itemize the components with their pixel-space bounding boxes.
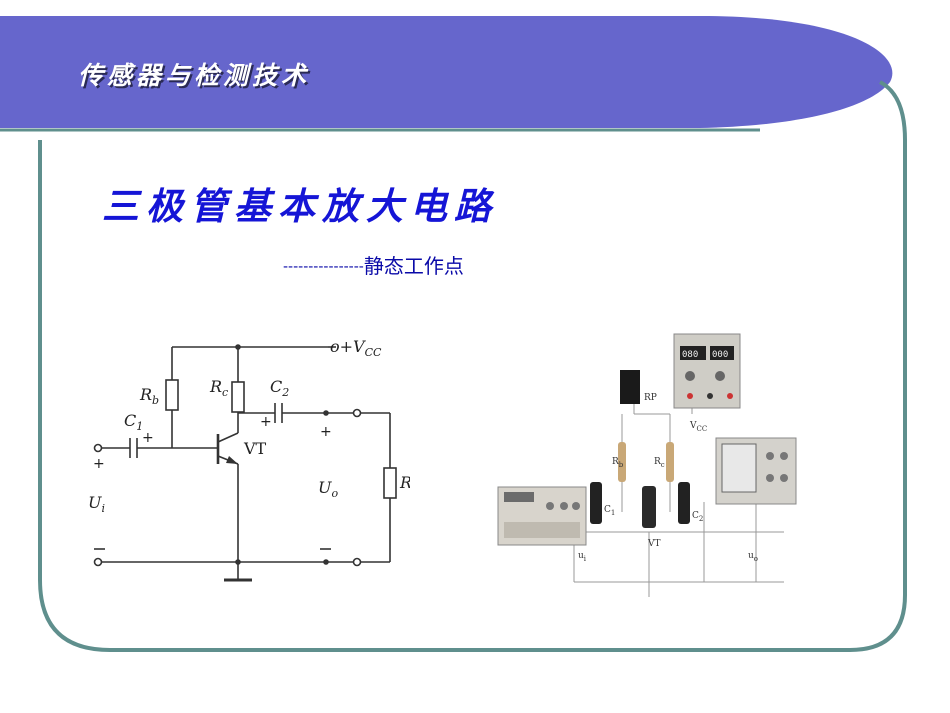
label-c1: C1 bbox=[124, 411, 143, 433]
potentiometer-rp bbox=[620, 370, 640, 404]
subtitle-dashes: ---------------- bbox=[283, 259, 364, 275]
slide-frame bbox=[38, 80, 907, 652]
label-vt: VT bbox=[243, 439, 267, 458]
plus-input: + bbox=[93, 456, 105, 472]
label-rb: Rb bbox=[139, 385, 159, 407]
label-vcc: o+VCC bbox=[330, 337, 382, 359]
slide-title: 三极管基本放大电路 bbox=[102, 184, 498, 228]
photo-label-vcc: VCC bbox=[689, 421, 707, 433]
label-uo: Uo bbox=[318, 478, 338, 500]
plus-c1: + bbox=[142, 430, 154, 446]
photo-label-c1: C1 bbox=[604, 505, 615, 517]
resistor-rc bbox=[231, 381, 245, 413]
capacitor-c1-photo bbox=[590, 482, 602, 524]
photo-label-rc: Rc bbox=[654, 457, 665, 469]
resistor-rb-photo bbox=[618, 442, 626, 482]
header-title: 传感器与检测技术 bbox=[78, 61, 311, 90]
slide-subtitle: ----------------静态工作点 bbox=[283, 250, 464, 279]
label-c2: C2 bbox=[270, 377, 289, 399]
experiment-setup-photo: 080 000 RP VCC Rb Rc C1 C2 VT ui bbox=[497, 333, 797, 597]
header-band bbox=[0, 16, 893, 128]
resistor-rl bbox=[383, 467, 397, 499]
psu-readout-2: 000 bbox=[712, 350, 728, 360]
photo-label-uo: uo bbox=[748, 551, 758, 563]
resistor-rc-photo bbox=[666, 442, 674, 482]
label-ui: Ui bbox=[88, 493, 105, 515]
photo-label-c2: C2 bbox=[692, 511, 703, 523]
photo-label-vt: VT bbox=[647, 539, 661, 549]
psu-readout-1: 080 bbox=[682, 350, 698, 360]
resistor-rb bbox=[165, 379, 179, 411]
photo-label-rb: Rb bbox=[612, 457, 624, 469]
capacitor-c2-photo bbox=[678, 482, 690, 524]
photo-label-ui: ui bbox=[578, 551, 587, 563]
amplifier-circuit-diagram: o+VCC Rb Rc C1 C2 RL Ui Uo VT + + + + bbox=[88, 337, 410, 582]
transistor-vt-photo bbox=[642, 486, 656, 528]
photo-label-rp: RP bbox=[644, 393, 657, 403]
label-rc: Rc bbox=[209, 377, 228, 399]
plus-c2: + bbox=[260, 414, 272, 430]
subtitle-text: 静态工作点 bbox=[363, 254, 464, 278]
plus-output: + bbox=[320, 424, 332, 440]
label-rl: RL bbox=[399, 473, 410, 495]
